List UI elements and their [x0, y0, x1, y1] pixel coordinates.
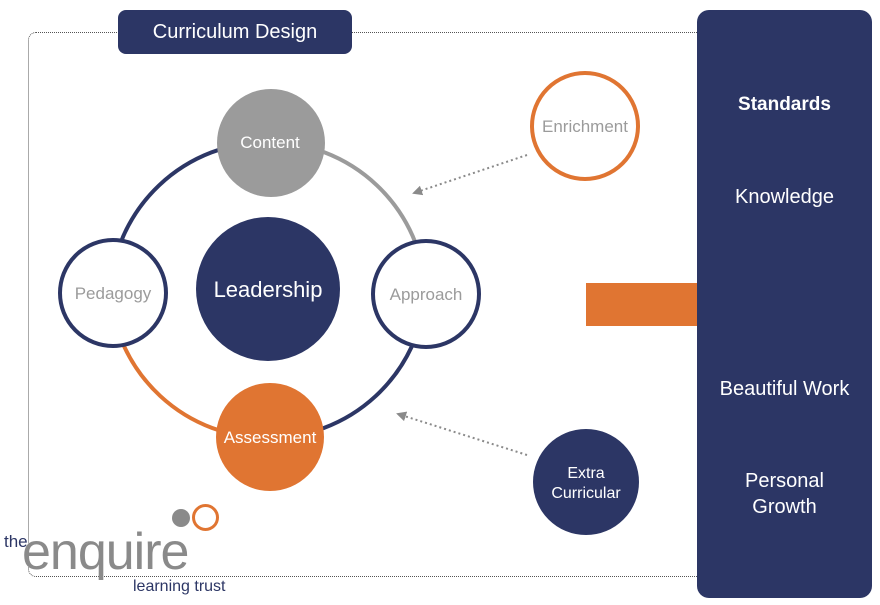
content-node	[217, 89, 325, 197]
enquire-logo: the enquire learning trust	[0, 500, 240, 600]
logo-wordmark: enquire	[22, 523, 189, 581]
logo-orange-ring	[192, 504, 219, 531]
assessment-node	[216, 383, 324, 491]
extra-curricular-arrow	[396, 411, 528, 456]
extra-curricular-label-line1: Extra	[567, 465, 604, 482]
assessment-label: Assessment	[224, 428, 317, 447]
standards-panel: Standards Knowledge Beautiful Work Perso…	[697, 10, 872, 598]
standard-knowledge: Knowledge	[735, 186, 834, 208]
title-text: Curriculum Design	[152, 20, 318, 43]
enrichment-label: Enrichment	[542, 117, 628, 136]
extra-curricular-node	[533, 429, 639, 535]
enrichment-arrow	[412, 154, 528, 196]
logo-prefix: the	[4, 532, 28, 551]
content-label: Content	[240, 133, 300, 152]
extra-curricular-label-line2: Curricular	[551, 485, 621, 502]
curriculum-design-frame	[28, 32, 708, 577]
approach-label: Approach	[390, 285, 463, 304]
enrichment-node	[530, 71, 640, 181]
pedagogy-label: Pedagogy	[75, 284, 152, 303]
leadership-node	[196, 217, 340, 361]
leadership-label: Leadership	[214, 277, 323, 302]
approach-node	[371, 239, 481, 349]
standard-beautiful-work: Beautiful Work	[719, 378, 850, 400]
logo-subtitle: learning trust	[133, 578, 226, 595]
standard-personal: Personal	[745, 470, 824, 492]
logo-grey-dot	[172, 509, 190, 527]
curriculum-design-title: Curriculum Design	[118, 10, 352, 54]
pedagogy-node	[58, 238, 168, 348]
standard-growth: Growth	[752, 496, 817, 518]
standards-heading: Standards	[738, 94, 831, 115]
